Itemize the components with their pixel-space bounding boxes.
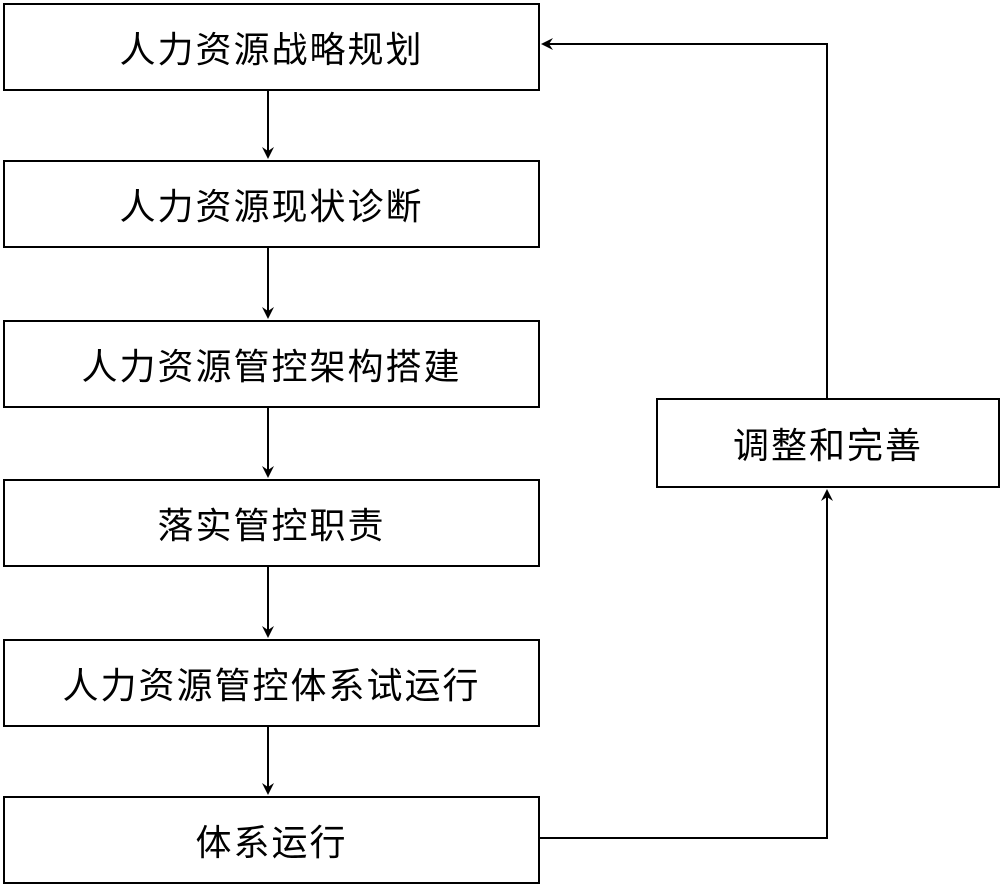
step-label: 人力资源现状诊断: [119, 187, 424, 228]
step-label: 人力资源管控架构搭建: [81, 347, 462, 388]
step-box-status-diagnosis: 人力资源现状诊断: [3, 160, 540, 248]
arrow-feedback-to-step1: [541, 38, 828, 398]
step-label: 人力资源管控体系试运行: [62, 666, 481, 707]
step-box-trial-run: 人力资源管控体系试运行: [3, 639, 540, 727]
step-box-implement-duties: 落实管控职责: [3, 479, 540, 567]
step-label: 落实管控职责: [157, 506, 386, 547]
feedback-box-adjust-improve: 调整和完善: [656, 398, 1000, 488]
feedback-label: 调整和完善: [732, 426, 923, 467]
step-label: 人力资源战略规划: [119, 30, 424, 71]
arrow-step6-to-feedback: [540, 489, 833, 839]
step-label: 体系运行: [195, 823, 348, 864]
step-box-control-structure: 人力资源管控架构搭建: [3, 320, 540, 408]
step-box-strategy-planning: 人力资源战略规划: [3, 3, 540, 91]
step-box-system-operation: 体系运行: [3, 796, 540, 884]
